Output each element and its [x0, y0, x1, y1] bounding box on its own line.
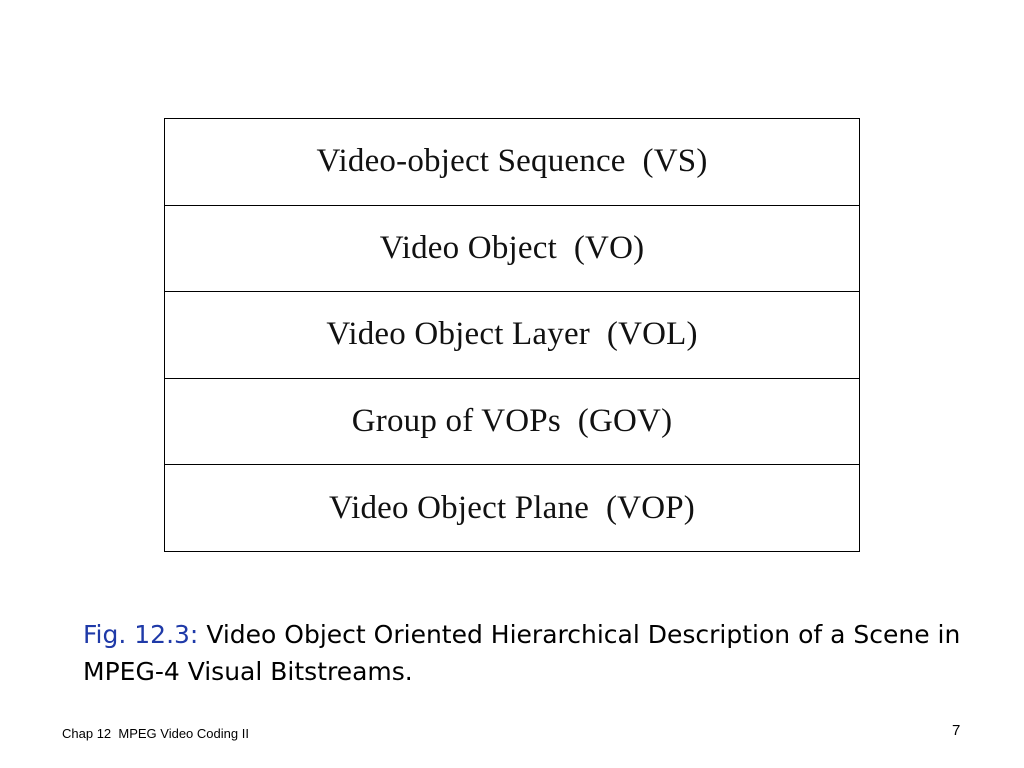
level-label: Video-object Sequence (VS): [316, 143, 708, 180]
level-label: Video Object Plane (VOP): [329, 489, 695, 526]
level-row-group-of-vops: Group of VOPs (GOV): [165, 379, 859, 466]
level-label: Video Object (VO): [379, 229, 645, 266]
level-row-video-object: Video Object (VO): [165, 206, 859, 293]
figure-caption: Fig. 12.3: Video Object Oriented Hierarc…: [83, 616, 963, 690]
figure-number: Fig. 12.3:: [83, 620, 199, 649]
footer-chapter-title: Chap 12 MPEG Video Coding II: [62, 726, 249, 741]
hierarchy-diagram: Video-object Sequence (VS) Video Object …: [164, 118, 860, 552]
level-label: Video Object Layer (VOL): [326, 316, 698, 353]
level-label: Group of VOPs (GOV): [351, 403, 673, 440]
level-row-video-object-plane: Video Object Plane (VOP): [165, 465, 859, 551]
page-number: 7: [952, 722, 961, 739]
caption-text: Video Object Oriented Hierarchical Descr…: [83, 620, 961, 686]
level-row-video-object-sequence: Video-object Sequence (VS): [165, 119, 859, 206]
level-row-video-object-layer: Video Object Layer (VOL): [165, 292, 859, 379]
